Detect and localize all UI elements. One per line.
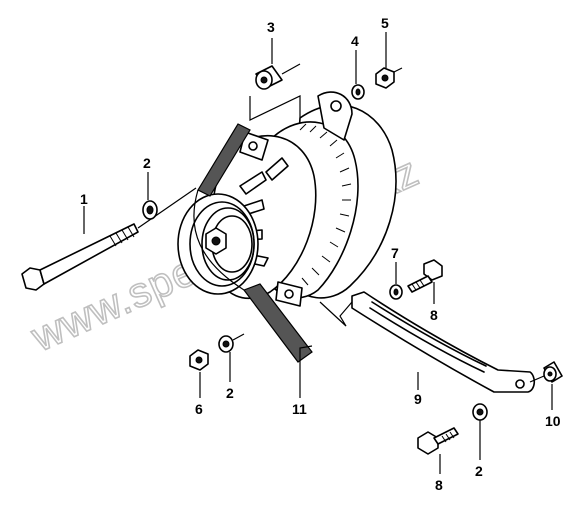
- callout-2-bottom-left: 2: [226, 385, 234, 401]
- callout-labels: 1 2 3 4 5 7 8 9 10 6 2 11 2 8: [80, 15, 561, 493]
- callout-leaders: [83, 32, 553, 474]
- washer-left: [142, 200, 158, 220]
- callout-10: 10: [545, 413, 561, 429]
- drive-belt: [193, 123, 313, 363]
- nut-bottom-left: [189, 349, 209, 371]
- adjusting-bracket: [319, 291, 536, 393]
- callout-8-upper: 8: [430, 307, 438, 323]
- bracket-leader-top: [249, 95, 301, 121]
- long-bolt: [21, 187, 197, 291]
- callout-8-lower: 8: [435, 477, 443, 493]
- washer-top: [351, 84, 365, 100]
- nut-top: [375, 67, 403, 89]
- spacer-right: [529, 361, 563, 383]
- bolt-upper: [407, 259, 443, 293]
- callout-11: 11: [292, 401, 307, 417]
- bolt-lower: [417, 427, 459, 455]
- callout-9: 9: [414, 391, 422, 407]
- callout-2-left: 2: [143, 155, 151, 171]
- washer-bottom-right: [472, 403, 488, 421]
- alternator-body: [177, 91, 397, 307]
- callout-4: 4: [351, 33, 359, 49]
- callout-7: 7: [391, 245, 399, 261]
- washer-right: [389, 284, 403, 300]
- callout-5: 5: [381, 15, 389, 31]
- washer-bottom-left: [218, 333, 245, 353]
- callout-3: 3: [267, 19, 275, 35]
- bracket-leader-bottom: [299, 345, 313, 362]
- callout-6: 6: [195, 401, 203, 417]
- spacer-sleeve: [255, 63, 301, 90]
- callout-1: 1: [80, 191, 88, 207]
- callout-2-bottom-right: 2: [475, 463, 483, 479]
